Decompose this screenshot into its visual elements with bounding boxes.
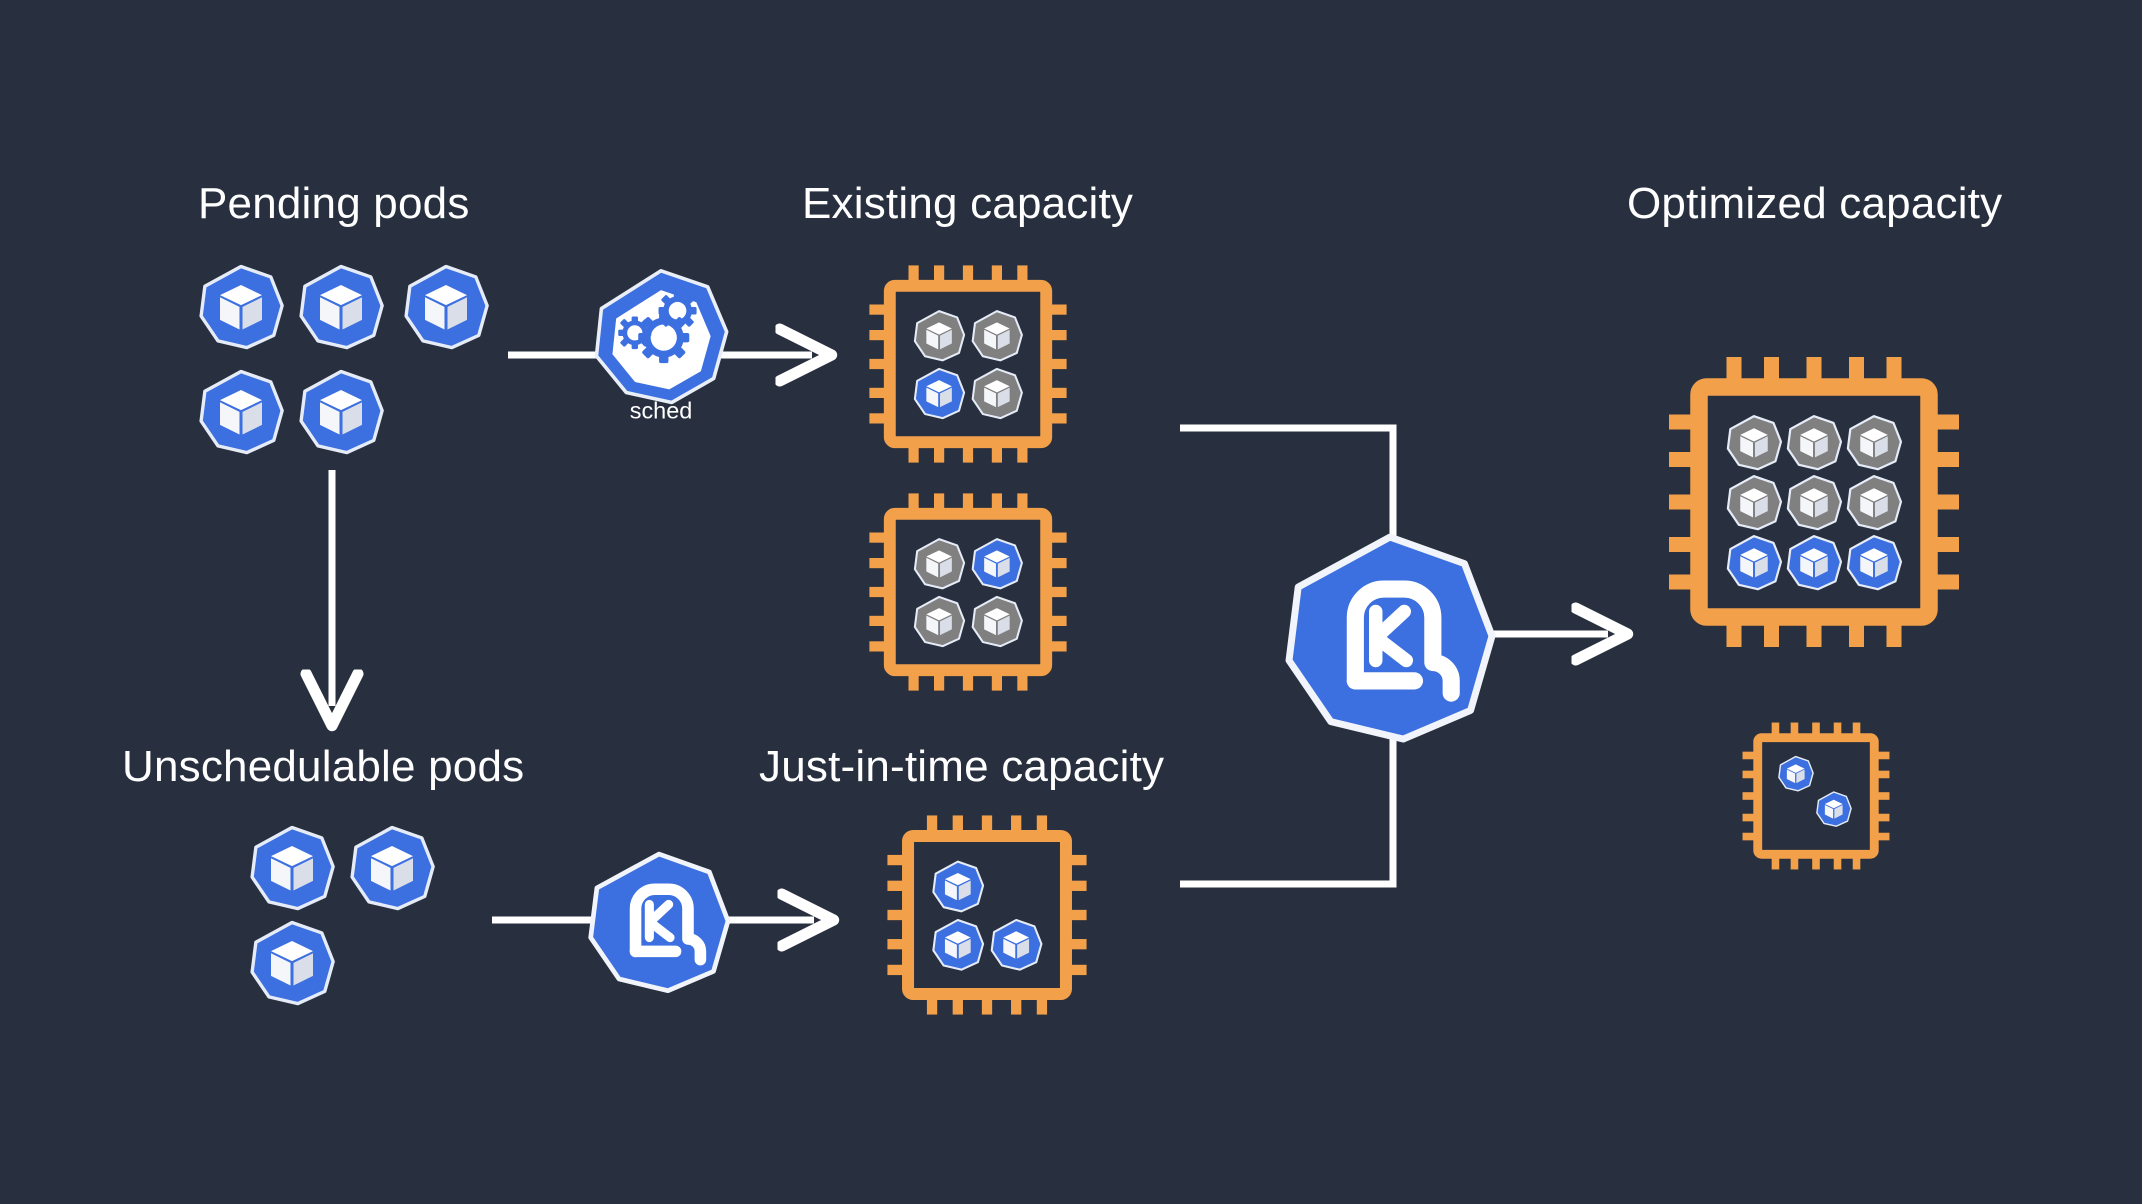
scheduler-label: sched [630,397,693,423]
existing-capacity-chip-2 [866,490,1070,694]
jit-capacity-chip [884,812,1090,1018]
karpenter-node-small[interactable] [590,852,728,990]
label-existing-capacity: Existing capacity [802,179,1134,228]
pod-icon [199,264,284,350]
pod-icon [199,369,284,455]
label-optimized-capacity: Optimized capacity [1627,179,2003,228]
jit-to-karpenter-line [1180,730,1397,888]
label-pending-pods: Pending pods [198,179,470,228]
pod-icon [250,920,335,1006]
pod-icon [299,264,384,350]
pod-icon [350,825,435,911]
existing-capacity-chip-1 [866,262,1070,466]
pod-icon [404,264,489,350]
existing-to-karpenter-line [1180,424,1397,548]
scheduler-node[interactable]: sched [592,268,730,428]
pod-icon [250,825,335,911]
karpenter-node-main[interactable] [1288,534,1492,738]
label-jit-capacity: Just-in-time capacity [759,742,1165,791]
optimized-capacity-chip-large [1664,352,1964,652]
gears-icon [594,268,729,405]
label-unschedulable-pods: Unschedulable pods [122,742,525,791]
optimized-capacity-chip-small [1740,720,1892,872]
pod-icon [299,369,384,455]
